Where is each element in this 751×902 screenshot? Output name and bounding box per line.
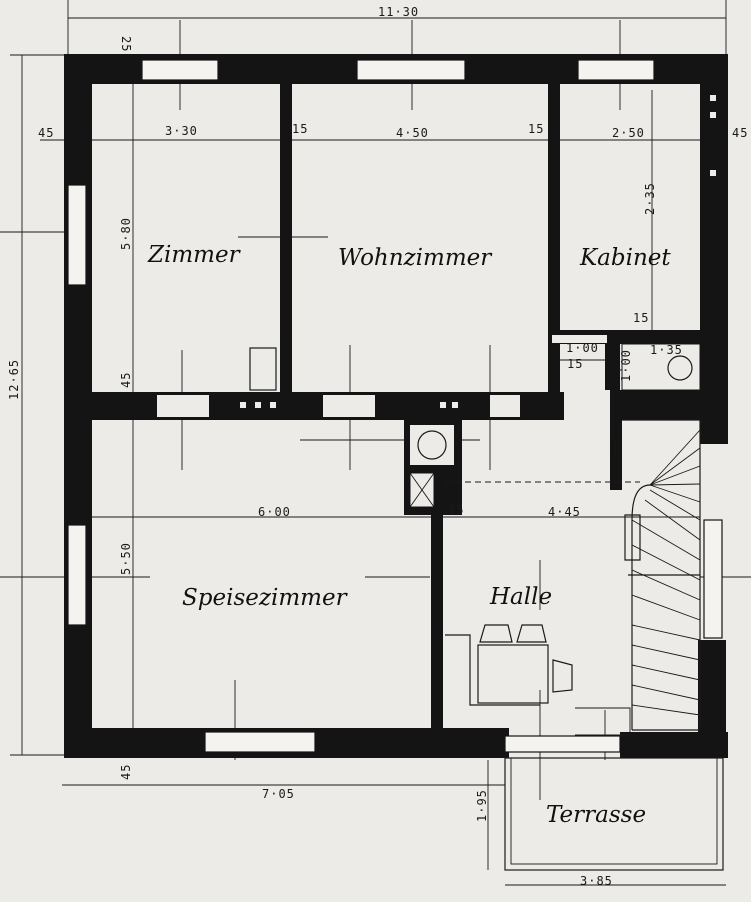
dim-terrace-width: 3·85 bbox=[580, 874, 613, 888]
staircase bbox=[445, 419, 701, 736]
dim-zimmer-depth: 5·80 bbox=[119, 217, 133, 250]
dim-bottom-total: 7·05 bbox=[262, 787, 295, 801]
furniture bbox=[445, 624, 573, 706]
room-label-wohnzimmer: Wohnzimmer bbox=[338, 245, 493, 271]
dim-small-p: 15 bbox=[567, 357, 583, 371]
dimension-labels: 11·30 25 45 3·30 15 4·50 15 2·50 45 12·6… bbox=[7, 5, 748, 888]
cabinet bbox=[249, 347, 277, 391]
terrace bbox=[504, 757, 724, 871]
dim-halle-width: 4·45 bbox=[548, 505, 581, 519]
stove bbox=[621, 343, 726, 391]
dim-partition-1: 15 bbox=[292, 122, 308, 136]
room-label-kabinet: Kabinet bbox=[579, 245, 671, 271]
windows bbox=[67, 59, 723, 753]
dim-wall-mid: 45 bbox=[119, 372, 133, 388]
dim-total-depth: 12·65 bbox=[7, 359, 21, 400]
dim-wall-bottom: 45 bbox=[119, 764, 133, 780]
dim-kabinet-width: 2·50 bbox=[612, 126, 645, 140]
room-label-zimmer: Zimmer bbox=[147, 242, 242, 268]
dim-wall-right: 45 bbox=[732, 126, 748, 140]
dim-speise-width: 6·00 bbox=[258, 505, 291, 519]
dim-zimmer-width: 3·30 bbox=[165, 124, 198, 138]
dim-small-w2: 1·35 bbox=[650, 343, 683, 357]
dim-partition-2: 15 bbox=[528, 122, 544, 136]
room-label-speisezimmer: Speisezimmer bbox=[182, 585, 349, 611]
dim-terrace-depth: 1·95 bbox=[475, 789, 489, 822]
chimney bbox=[409, 425, 454, 508]
room-label-terrasse: Terrasse bbox=[546, 802, 646, 828]
dim-speise-depth: 5·50 bbox=[119, 542, 133, 575]
dim-kab-wall: 15 bbox=[633, 311, 649, 325]
dim-total-width: 11·30 bbox=[378, 5, 419, 19]
dim-kabinet-depth: 2·35 bbox=[643, 182, 657, 215]
dim-halle-part: 15 bbox=[448, 503, 464, 517]
dim-small-w: 1·00 bbox=[566, 341, 599, 355]
dim-wohn-width: 4·50 bbox=[396, 126, 429, 140]
dim-wall-left: 45 bbox=[38, 126, 54, 140]
dim-wall-top: 25 bbox=[119, 36, 133, 52]
room-labels: Zimmer Wohnzimmer Kabinet Speisezimmer H… bbox=[147, 242, 671, 828]
room-label-halle: Halle bbox=[489, 584, 552, 610]
dim-small-d: 1·00 bbox=[619, 349, 633, 382]
